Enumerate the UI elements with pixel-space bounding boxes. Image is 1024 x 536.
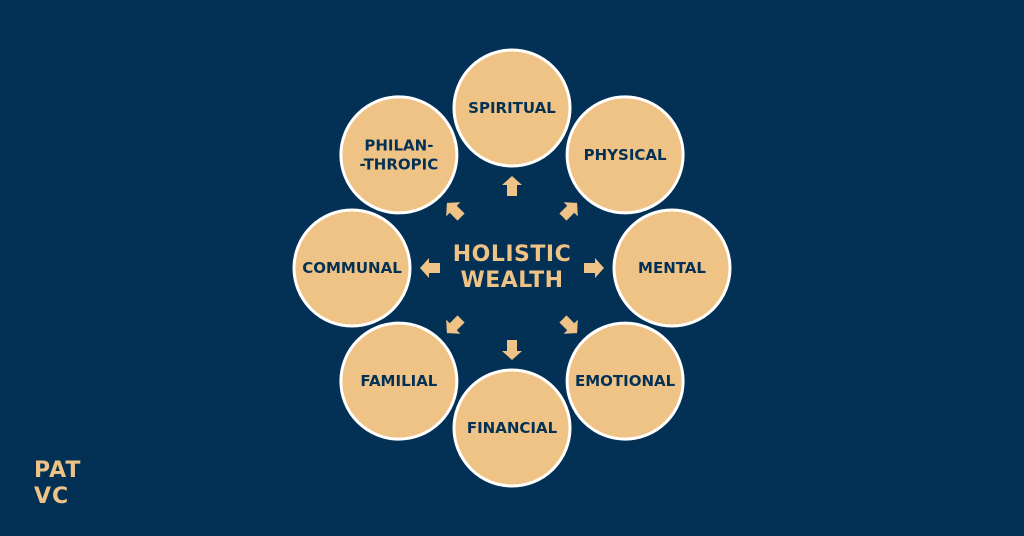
arrow-to-financial [502,340,522,360]
arrow-to-communal [420,258,440,278]
node-label-spiritual: SPIRITUAL [468,99,556,117]
node-communal: COMMUNAL [292,208,412,328]
node-label-physical: PHYSICAL [584,145,667,163]
arrow-to-spiritual [502,176,522,196]
node-philanthropic: PHILAN--THROPIC [339,95,459,215]
node-mental: MENTAL [612,208,732,328]
arrow-to-mental [584,258,604,278]
node-circle-emotional [565,321,685,441]
arrows-layer [420,176,604,360]
arrow-to-familial [446,315,465,334]
patvc-logo: PAT VC [34,458,81,510]
arrow-to-philanthropic [446,202,465,221]
node-circle-philanthropic [339,95,459,215]
node-label-philanthropic: PHILAN--THROPIC [360,136,439,173]
node-label-emotional: EMOTIONAL [575,372,676,390]
nodes-layer: SPIRITUAL PHYSICAL MENTAL EMOTIONAL FINANCIA… [292,48,732,488]
node-physical: PHYSICAL [565,95,685,215]
node-label-financial: FINANCIAL [467,419,558,437]
node-label-mental: MENTAL [638,259,706,277]
node-circle-mental [612,208,732,328]
arrow-to-physical [559,202,578,221]
logo-line-1: PAT [34,458,82,483]
node-financial: FINANCIAL [452,368,572,488]
node-circle-communal [292,208,412,328]
node-familial: FAMILIAL [339,321,459,441]
node-label-communal: COMMUNAL [302,259,402,277]
node-spiritual: SPIRITUAL [452,48,572,168]
node-circle-financial [452,368,572,488]
arrow-to-emotional [559,315,578,334]
node-circle-physical [565,95,685,215]
node-label-familial: FAMILIAL [360,372,437,390]
node-circle-familial [339,321,459,441]
node-emotional: EMOTIONAL [565,321,685,441]
logo-line-2: VC [34,484,70,509]
node-circle-spiritual [452,48,572,168]
